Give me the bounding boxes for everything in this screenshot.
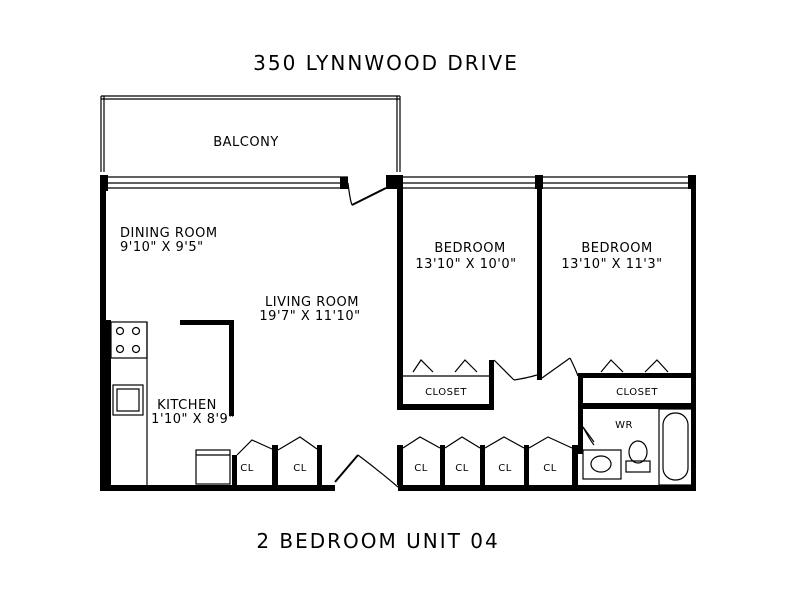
bedroom-2-dims: 13'10" X 11'3" xyxy=(561,257,662,272)
kitchen-label: KITCHEN xyxy=(157,398,217,413)
plan-subtitle: 2 BEDROOM UNIT 04 xyxy=(256,529,499,553)
living-room-label: LIVING ROOM xyxy=(265,295,359,310)
hall-closets xyxy=(232,436,578,488)
dining-room-label: DINING ROOM xyxy=(120,226,218,241)
dining-room-dims: 9'10" X 9'5" xyxy=(120,240,204,255)
closet-1-label: CLOSET xyxy=(425,387,467,398)
hall-closet-label: CL xyxy=(293,463,307,474)
bedroom-1-label: BEDROOM xyxy=(434,241,505,256)
closet-2-label: CLOSET xyxy=(616,387,658,398)
washroom-label: WR xyxy=(615,420,633,431)
balcony xyxy=(100,95,401,172)
hall-closet-label: CL xyxy=(498,463,512,474)
washroom xyxy=(578,408,693,486)
bedroom-walls xyxy=(397,175,696,410)
exterior-walls xyxy=(100,175,696,491)
kitchen xyxy=(106,320,234,485)
kitchen-dims: 1'10" X 8'9" xyxy=(151,412,235,427)
bedroom-2-label: BEDROOM xyxy=(581,241,652,256)
hall-closet-label: CL xyxy=(543,463,557,474)
hall-closet-label: CL xyxy=(414,463,428,474)
bedroom-1-dims: 13'10" X 10'0" xyxy=(415,257,516,272)
living-room-dims: 19'7" X 11'10" xyxy=(259,309,360,324)
hall-closet-label: CL xyxy=(240,463,254,474)
plan-title: 350 LYNNWOOD DRIVE xyxy=(253,51,519,75)
balcony-door xyxy=(347,182,387,206)
balcony-label: BALCONY xyxy=(213,135,279,150)
hall-closet-label: CL xyxy=(455,463,469,474)
